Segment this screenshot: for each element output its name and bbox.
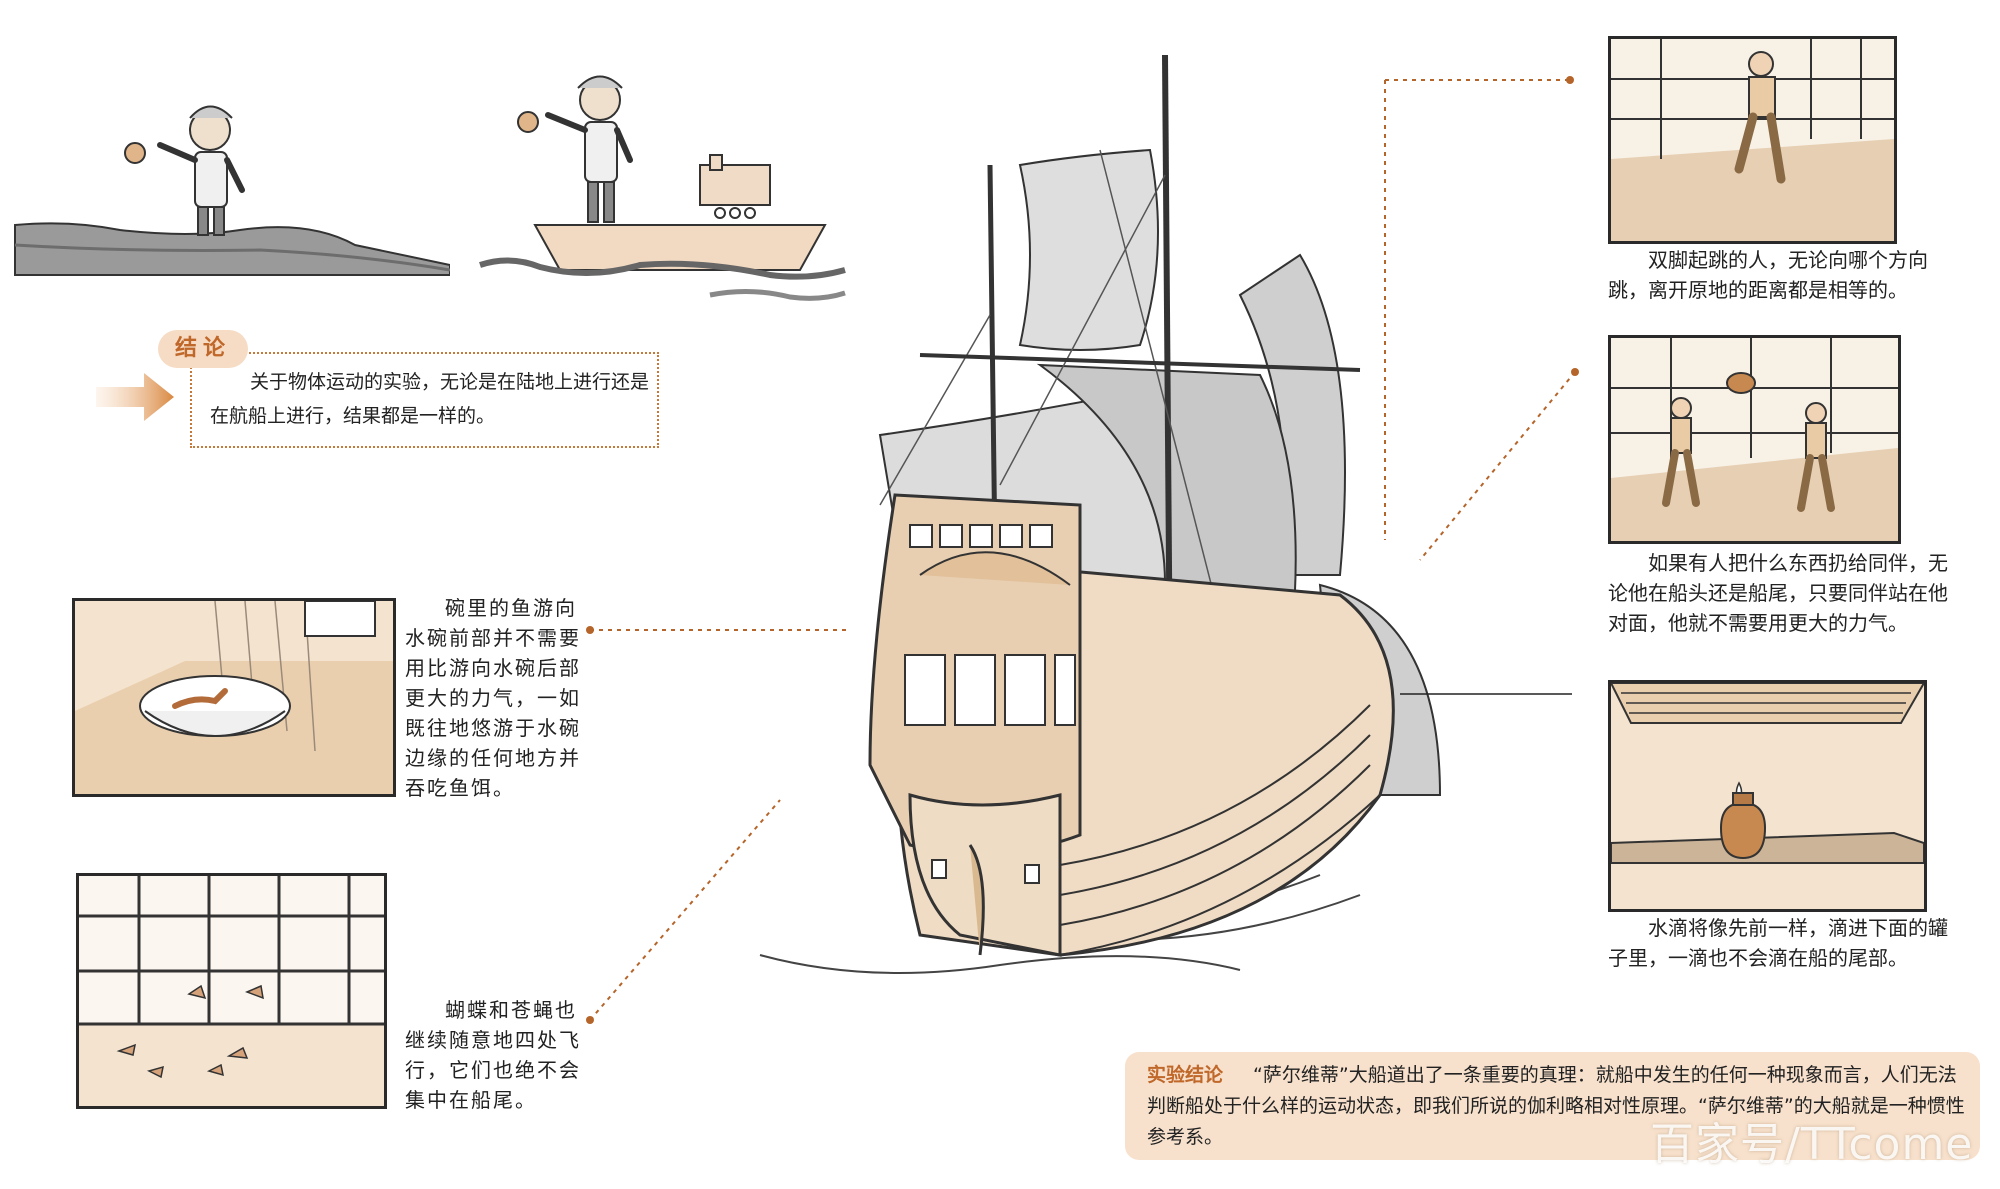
throwing-text: 如果有人把什么东西扔给同伴，无论他在船头还是船尾，只要同伴站在他对面，他就不需要… xyxy=(1608,551,1948,635)
conclusion-box xyxy=(190,352,659,448)
water-drop-caption: 水滴将像先前一样，滴进下面的罐子里，一滴也不会滴在船的尾部。 xyxy=(1608,913,1958,973)
conclusion-tag: 结论 xyxy=(158,330,248,368)
throwing-caption: 如果有人把什么东西扔给同伴，无论他在船头还是船尾，只要同伴站在他对面，他就不需要… xyxy=(1608,548,1958,638)
boat-experiment-illustration xyxy=(479,75,846,301)
final-conclusion-text: 实验结论“萨尔维蒂”大船道出了一条重要的真理：就船中发生的任何一种现象而言，人们… xyxy=(1147,1060,1967,1153)
butterflies-caption: 蝴蝶和苍蝇也继续随意地四处飞行，它们也绝不会集中在船尾。 xyxy=(405,995,585,1115)
butterflies-text: 蝴蝶和苍蝇也继续随意地四处飞行，它们也绝不会集中在船尾。 xyxy=(405,998,581,1112)
final-conclusion-body: “萨尔维蒂”大船道出了一条重要的真理：就船中发生的任何一种现象而言，人们无法判断… xyxy=(1147,1064,1965,1148)
arrow-right-icon xyxy=(96,373,174,421)
final-conclusion-title: 实验结论 xyxy=(1147,1064,1224,1086)
throwing-panel xyxy=(1608,335,1901,544)
ship-illustration xyxy=(759,55,1442,974)
fish-bowl-panel xyxy=(72,598,396,797)
butterflies-panel xyxy=(76,873,387,1109)
conclusion-body: 关于物体运动的实验，无论是在陆地上进行还是在航船上进行，结果都是一样的。 xyxy=(210,371,650,427)
fish-bowl-caption: 碗里的鱼游向水碗前部并不需要用比游向水碗后部更大的力气，一如既往地悠游于水碗边缘… xyxy=(405,593,590,803)
watermark: 百家号/TTcome xyxy=(1650,1119,1974,1170)
conclusion-text: 关于物体运动的实验，无论是在陆地上进行还是在航船上进行，结果都是一样的。 xyxy=(210,365,650,433)
jumping-man-panel xyxy=(1608,36,1897,244)
water-drop-panel xyxy=(1608,680,1927,912)
fish-bowl-text: 碗里的鱼游向水碗前部并不需要用比游向水碗后部更大的力气，一如既往地悠游于水碗边缘… xyxy=(405,596,581,800)
jumping-man-caption: 双脚起跳的人，无论向哪个方向跳，离开原地的距离都是相等的。 xyxy=(1608,245,1958,305)
water-drop-text: 水滴将像先前一样，滴进下面的罐子里，一滴也不会滴在船的尾部。 xyxy=(1608,916,1948,970)
jumping-man-text: 双脚起跳的人，无论向哪个方向跳，离开原地的距离都是相等的。 xyxy=(1608,248,1928,302)
final-conclusion-box xyxy=(1125,1052,1980,1160)
land-experiment-illustration xyxy=(14,105,450,276)
